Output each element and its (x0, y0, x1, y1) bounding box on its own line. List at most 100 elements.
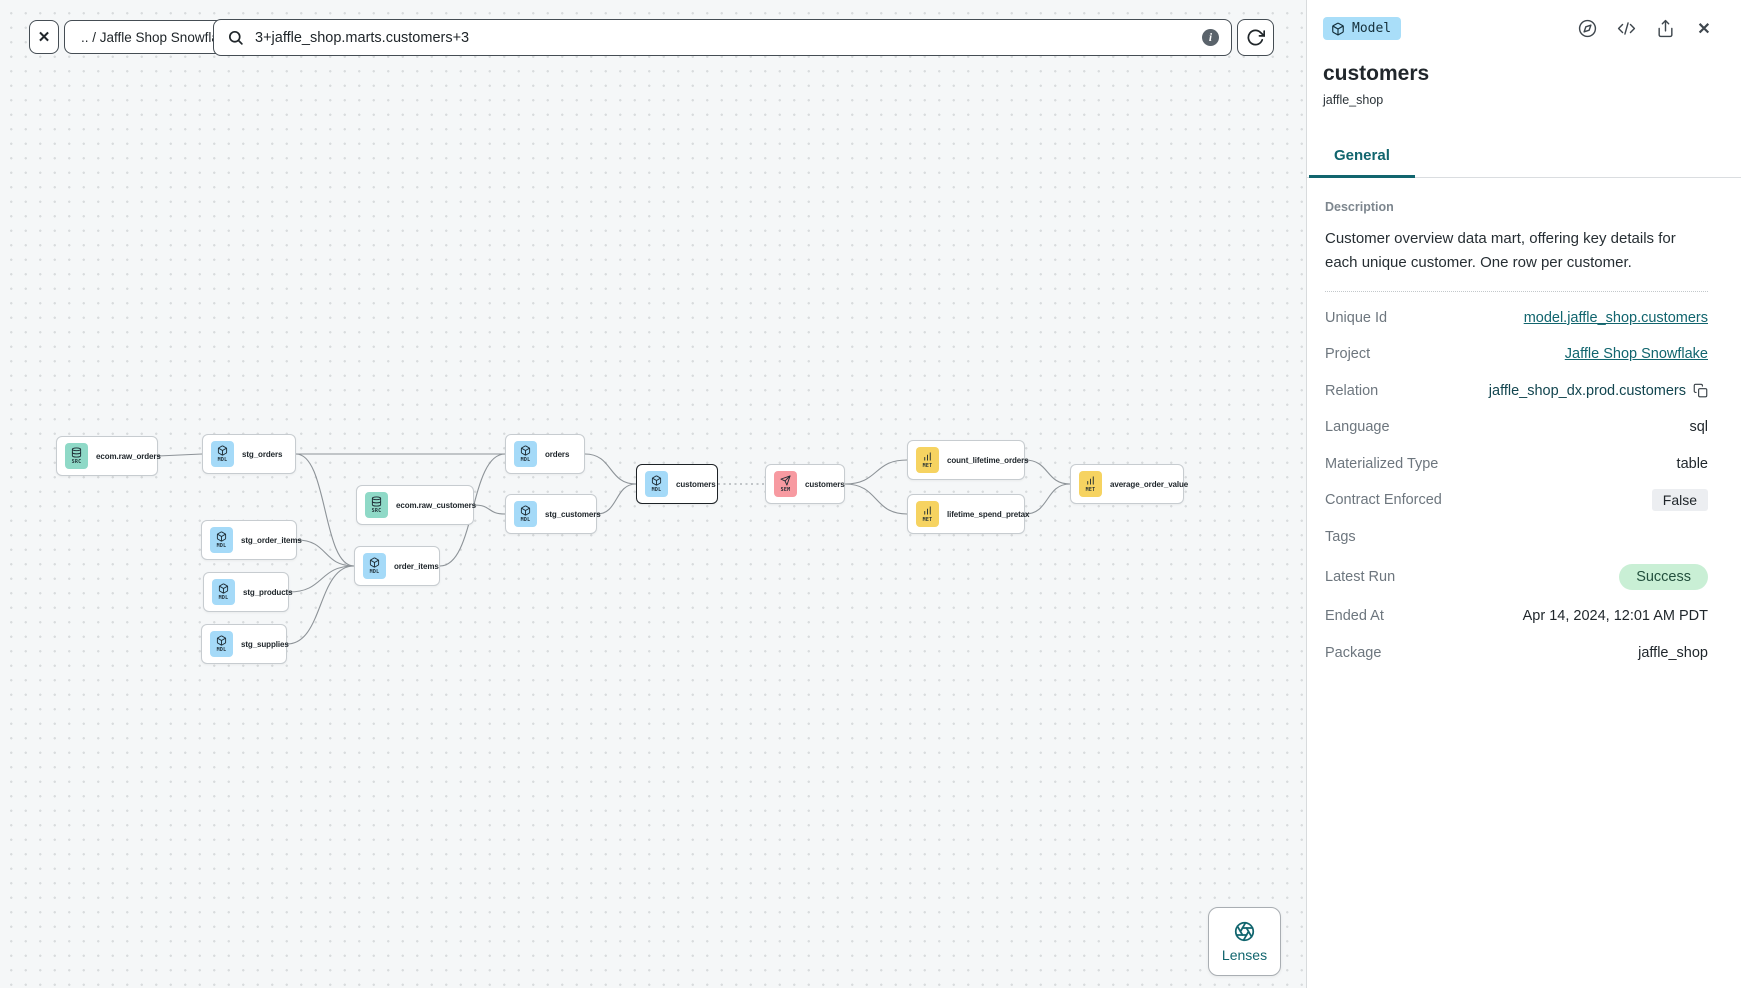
node-label: stg_order_items (241, 535, 302, 545)
cube-badge: MDL (210, 631, 233, 657)
description-text: Customer overview data mart, offering ke… (1325, 230, 1676, 272)
node-label: stg_supplies (241, 639, 289, 649)
field-value-link[interactable]: model.jaffle_shop.customers (1523, 309, 1708, 326)
bar-chart-badge: MET (916, 447, 939, 473)
breadcrumb-label: .. / Jaffle Shop Snowflake (81, 29, 234, 45)
field-row-unique-id: Unique Id model.jaffle_shop.customers (1325, 300, 1708, 337)
node-label: average_order_value (1110, 479, 1189, 489)
field-label: Relation (1325, 382, 1379, 399)
cube-icon (216, 635, 227, 646)
node-label: stg_products (243, 587, 293, 597)
share-button[interactable] (1655, 19, 1675, 39)
search-icon (227, 29, 244, 46)
edge-lifetime_spend_pretax-to-average_order_value (1024, 483, 1071, 515)
lineage-search[interactable]: i (213, 19, 1232, 56)
field-label: Unique Id (1325, 309, 1388, 326)
copy-icon[interactable] (1693, 383, 1708, 398)
database-badge: SRC (65, 443, 88, 469)
node-label: lifetime_spend_pretax (947, 509, 1030, 519)
panel-tabs: General (1307, 138, 1741, 178)
node-stg_products[interactable]: MDL stg_products (203, 572, 293, 612)
edge-stg_orders-to-order_items (295, 453, 355, 567)
cube-badge: MDL (514, 501, 537, 527)
info-icon[interactable]: i (1202, 29, 1219, 46)
tab-general[interactable]: General (1309, 138, 1415, 178)
node-label: stg_orders (242, 449, 283, 459)
node-type-label: MET (922, 516, 933, 523)
bar-chart-icon (924, 506, 931, 515)
node-stg_order_items[interactable]: MDL stg_order_items (201, 520, 302, 560)
node-stg_customers[interactable]: MDL stg_customers (505, 494, 601, 534)
node-type-label: SEM (780, 486, 791, 493)
cube-icon (217, 445, 228, 456)
node-type-label: MDL (369, 568, 380, 575)
node-type-label: MDL (216, 646, 227, 653)
node-type-label: SRC (371, 507, 382, 514)
node-label: stg_customers (545, 509, 601, 519)
node-label: customers (676, 479, 716, 489)
edge-orders-to-customers (584, 453, 637, 485)
field-label: Latest Run (1325, 568, 1396, 585)
cube-icon (1331, 22, 1345, 36)
refresh-button[interactable] (1237, 19, 1274, 56)
close-lineage-button[interactable]: ✕ (29, 20, 59, 54)
field-label: Contract Enforced (1325, 492, 1442, 509)
node-stg_supplies[interactable]: MDL stg_supplies (201, 624, 289, 664)
contract-badge: False (1651, 489, 1708, 512)
node-label: customers (805, 479, 845, 489)
edge-stg_order_items-to-order_items (296, 539, 355, 567)
field-value: Apr 14, 2024, 12:01 AM PDT (1522, 608, 1708, 625)
bar-chart-badge: MET (916, 501, 939, 527)
lenses-label: Lenses (1221, 946, 1268, 963)
cube-icon (218, 583, 229, 594)
node-order_items[interactable]: MDL order_items (354, 546, 440, 586)
node-label: order_items (394, 561, 439, 571)
close-icon: ✕ (37, 29, 51, 46)
close-panel-button[interactable]: ✕ (1694, 19, 1714, 39)
edge-ecom_raw_customers-to-stg_customers (473, 504, 506, 515)
node-customers_sem[interactable]: SEM customers (765, 464, 845, 504)
node-lifetime_spend_pretax[interactable]: MET lifetime_spend_pretax (907, 494, 1029, 534)
field-row-contract-enforced: Contract Enforced False (1325, 482, 1708, 519)
lenses-button[interactable]: Lenses (1208, 907, 1281, 976)
edge-stg_products-to-order_items (288, 565, 355, 593)
node-type-label: MDL (218, 594, 229, 601)
description-label: Description (1325, 200, 1394, 214)
field-label: Language (1325, 419, 1390, 436)
field-label: Ended At (1325, 608, 1384, 625)
cube-badge: MDL (514, 441, 537, 467)
cube-badge: MDL (363, 553, 386, 579)
panel-title: customers (1323, 62, 1430, 85)
share-icon (1656, 19, 1675, 38)
node-type-label: SRC (71, 458, 82, 465)
node-ecom_raw_orders[interactable]: SRC ecom.raw_orders (56, 436, 161, 476)
bar-chart-icon (1087, 476, 1094, 485)
node-type-label: MDL (216, 542, 227, 549)
node-label: ecom.raw_orders (96, 451, 161, 461)
bar-chart-icon (924, 452, 931, 461)
field-value-link[interactable]: Jaffle Shop Snowflake (1564, 346, 1708, 363)
view-code-button[interactable] (1616, 19, 1636, 39)
edge-count_lifetime_orders-to-average_order_value (1024, 459, 1071, 485)
node-type-label: MDL (520, 456, 531, 463)
cube-icon (520, 445, 531, 456)
search-input[interactable] (253, 28, 1202, 47)
node-type-label: MET (922, 462, 933, 469)
explore-compass-button[interactable] (1577, 19, 1597, 39)
field-row-tags: Tags (1325, 519, 1708, 556)
edge-stg_customers-to-customers (596, 483, 637, 515)
close-icon: ✕ (1697, 20, 1711, 38)
compass-icon (1578, 19, 1597, 38)
